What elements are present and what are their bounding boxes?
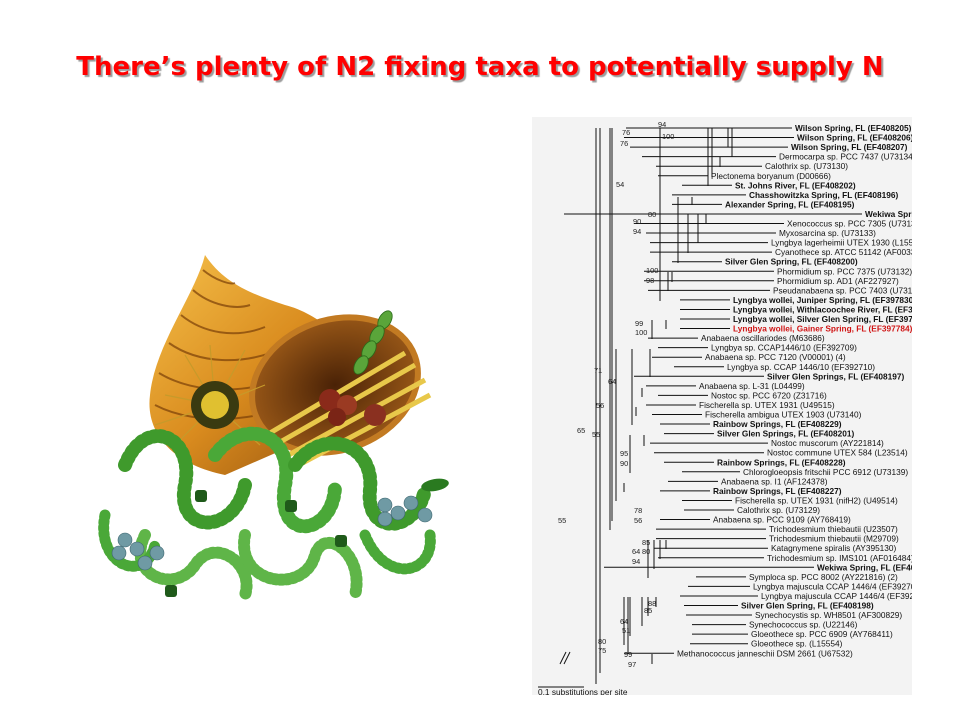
taxon-label: Lyngbya majuscula CCAP 1446/4 (EF392708) bbox=[761, 591, 912, 601]
taxon-label: Lyngbya sp. CCAP1446/10 (EF392709) bbox=[711, 343, 857, 353]
bootstrap-value: 64 bbox=[620, 617, 628, 626]
bootstrap-value: 94 bbox=[632, 557, 640, 566]
taxon-label: Silver Glen Spring, FL (EF408198) bbox=[741, 601, 874, 611]
taxon-label: Gloeothece sp. (L15554) bbox=[751, 639, 843, 649]
taxon-label: Fischerella sp. UTEX 1931 (U49515) bbox=[699, 400, 835, 410]
bootstrap-value: 90 bbox=[620, 459, 628, 468]
taxon-label: Silver Glen Spring, FL (EF408200) bbox=[725, 257, 858, 267]
bootstrap-value: 55 bbox=[592, 430, 600, 439]
taxon-label: Fischerella ambigua UTEX 1903 (U73140) bbox=[705, 410, 862, 420]
bootstrap-value: 99 bbox=[624, 650, 632, 659]
taxon-label: Lyngbya wollei, Gainer Spring, FL (EF397… bbox=[733, 324, 912, 334]
taxon-label: Lyngbya wollei, Juniper Spring, FL (EF39… bbox=[733, 295, 912, 305]
bootstrap-value: 65 bbox=[577, 426, 585, 435]
root-break-mark bbox=[563, 651, 571, 665]
bootstrap-value: 56 bbox=[596, 401, 604, 410]
taxon-label: Lyngbya lagerheimii UTEX 1930 (L15550) bbox=[771, 238, 912, 248]
taxon-label: Anabaena sp. PCC 7120 (V00001) (4) bbox=[705, 352, 846, 362]
taxon-label: Methanococcus janneschii DSM 2661 (U6753… bbox=[677, 648, 853, 658]
taxon-label: Phormidium sp. AD1 (AF227927) bbox=[777, 276, 899, 286]
taxon-label: Symploca sp. PCC 8002 (AY221816) (2) bbox=[749, 572, 898, 582]
taxon-label: Katagnymene spiralis (AY395130) bbox=[771, 543, 897, 553]
taxon-label: Trichodesmium thiebautii (M29709) bbox=[769, 534, 899, 544]
bootstrap-value: 64 bbox=[608, 377, 616, 386]
taxon-label: Synechocystis sp. WH8501 (AF300829) bbox=[755, 610, 902, 620]
taxon-label: St. Johns River, FL (EF408202) bbox=[735, 180, 856, 190]
taxon-label: Anabaena sp. I1 (AF124378) bbox=[721, 476, 828, 486]
root-break-mark bbox=[559, 651, 567, 665]
taxon-label: Synechococcus sp. (U22146) bbox=[749, 620, 858, 630]
cornucopia-cyanobacteria-icon bbox=[98, 255, 449, 601]
taxon-label: Wekiwa Spring, FL (EF408203) bbox=[817, 562, 912, 572]
taxon-label: Rainbow Springs, FL (EF408229) bbox=[713, 419, 842, 429]
taxon-label: Plectonema boryanum (D00666) bbox=[711, 171, 831, 181]
taxon-label: Pseudanabaena sp. PCC 7403 (U73136) bbox=[773, 285, 912, 295]
taxon-label: Lyngbya majuscula CCAP 1446/4 (EF392707)… bbox=[753, 581, 912, 591]
taxon-label: Wilson Spring, FL (EF408207) bbox=[791, 142, 908, 152]
taxon-label: Xenococcus sp. PCC 7305 (U73135) bbox=[787, 219, 912, 229]
bootstrap-value: 94 bbox=[633, 227, 641, 236]
bootstrap-value: 55 bbox=[558, 516, 566, 525]
bootstrap-value: 100 bbox=[646, 266, 658, 275]
bootstrap-value: 94 bbox=[658, 120, 666, 129]
taxon-label: Wilson Spring, FL (EF408205) bbox=[795, 123, 912, 133]
taxon-label: Lyngbya wollei, Silver Glen Spring, FL (… bbox=[733, 314, 912, 324]
taxon-label: Nostoc commune UTEX 584 (L23514) bbox=[767, 448, 908, 458]
phylogenetic-tree-panel: Wilson Spring, FL (EF408205)Wilson Sprin… bbox=[532, 117, 912, 695]
taxon-label: Gloeothece sp. PCC 6909 (AY768411) bbox=[751, 629, 893, 639]
taxon-label: Silver Glen Springs, FL (EF408197) bbox=[767, 371, 904, 381]
slide-title: There’s plenty of N2 fixing taxa to pote… bbox=[76, 52, 884, 82]
bootstrap-value: 98 bbox=[646, 276, 654, 285]
bootstrap-value: 85 bbox=[644, 606, 652, 615]
bootstrap-value: 99 bbox=[635, 319, 643, 328]
taxon-label: Anabaena sp. L-31 (L04499) bbox=[699, 381, 805, 391]
bootstrap-value: 100 bbox=[662, 132, 674, 141]
bootstrap-value: 95 bbox=[620, 449, 628, 458]
taxon-label: Anabaena sp. PCC 9109 (AY768419) bbox=[713, 515, 851, 525]
taxon-label: Rainbow Springs, FL (EF408228) bbox=[717, 457, 846, 467]
taxon-label: Wilson Spring, FL (EF408206) bbox=[797, 133, 912, 143]
taxon-label: Alexander Spring, FL (EF408195) bbox=[725, 199, 855, 209]
taxon-label: Calothrix sp. (U73130) bbox=[765, 161, 848, 171]
taxon-label: Fischerella sp. UTEX 1931 (nifH2) (U4951… bbox=[735, 495, 898, 505]
bootstrap-value: 97 bbox=[628, 660, 636, 669]
taxon-label: Chlorogloeopsis fritschii PCC 6912 (U731… bbox=[743, 467, 908, 477]
taxon-label: Trichodesmium thiebautii (U23507) bbox=[769, 524, 898, 534]
bootstrap-value: 90 bbox=[633, 217, 641, 226]
taxon-label: Calothrix sp. (U73129) bbox=[737, 505, 820, 515]
bootstrap-value: 88 bbox=[648, 599, 656, 608]
taxon-label: Chasshowitzka Spring, FL (EF408196) bbox=[749, 190, 898, 200]
taxon-label: Rainbow Springs, FL (EF408227) bbox=[713, 486, 842, 496]
taxon-label: Nostoc sp. PCC 6720 (Z31716) bbox=[711, 390, 827, 400]
bootstrap-value: 64 bbox=[632, 547, 640, 556]
bootstrap-value: 100 bbox=[635, 328, 647, 337]
phylogenetic-tree: Wilson Spring, FL (EF408205)Wilson Sprin… bbox=[538, 120, 912, 695]
bootstrap-value: 85 bbox=[642, 538, 650, 547]
taxon-label: Lyngbya sp. CCAP 1446/10 (EF392710) bbox=[727, 362, 875, 372]
taxon-label: Wekiwa Spring, FL (EF408204) bbox=[865, 209, 912, 219]
taxon-label: Dermocarpa sp. PCC 7437 (U73134) bbox=[779, 152, 912, 162]
taxon-label: Cyanothece sp. ATCC 51142 (AF003336) bbox=[775, 247, 912, 257]
taxon-label: Silver Glen Springs, FL (EF408201) bbox=[717, 429, 854, 439]
taxon-label: Trichodesmium sp. IMS101 (AF016484) bbox=[767, 553, 912, 563]
taxon-label: Myxosarcina sp. (U73133) bbox=[779, 228, 876, 238]
bootstrap-value: 75 bbox=[598, 646, 606, 655]
bootstrap-value: 80 bbox=[648, 210, 656, 219]
bootstrap-value: 56 bbox=[634, 516, 642, 525]
taxon-label: Nostoc muscorum (AY221814) bbox=[771, 438, 884, 448]
bootstrap-value: 80 bbox=[642, 547, 650, 556]
taxon-label: Anabaena oscillariodes (M63686) bbox=[701, 333, 825, 343]
scale-bar-label: 0.1 substitutions per site bbox=[538, 687, 628, 695]
bootstrap-value: 76 bbox=[620, 139, 628, 148]
bootstrap-value: 71 bbox=[594, 366, 602, 375]
bootstrap-value: 80 bbox=[598, 637, 606, 646]
bootstrap-value: 78 bbox=[634, 506, 642, 515]
taxon-label: Lyngbya wollei, Withlacoochee River, FL … bbox=[733, 304, 912, 314]
bootstrap-value: 51 bbox=[622, 626, 630, 635]
bootstrap-value: 76 bbox=[622, 128, 630, 137]
bootstrap-value: 54 bbox=[616, 180, 624, 189]
taxon-label: Phormidium sp. PCC 7375 (U73132) bbox=[777, 266, 912, 276]
